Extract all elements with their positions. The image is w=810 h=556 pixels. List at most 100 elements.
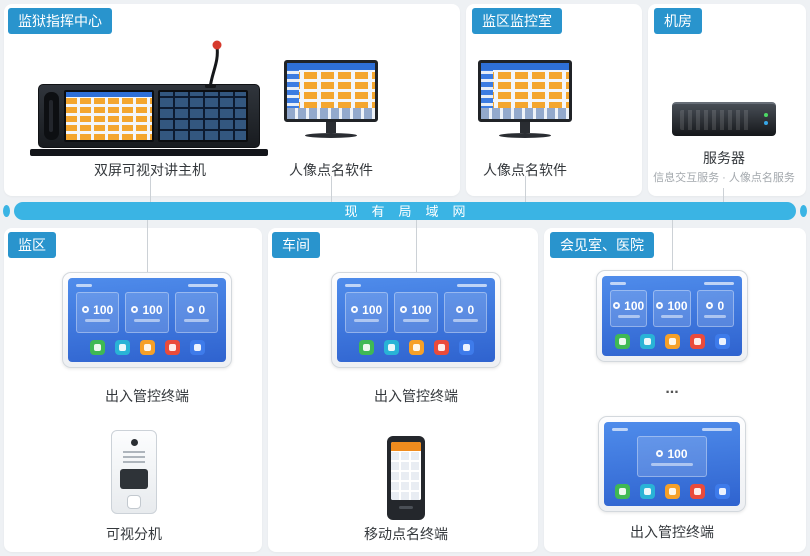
- monitor-stand-base: [499, 133, 551, 138]
- telephone-handset: [44, 92, 59, 140]
- software-titlebar: [481, 63, 569, 70]
- connector-line: [416, 220, 417, 274]
- console-left-screen: [64, 90, 154, 142]
- app-icon: [689, 484, 705, 499]
- stats-row: 100: [612, 436, 732, 477]
- monitor-screen: [284, 60, 378, 122]
- console-right-screen: [158, 90, 248, 142]
- app-icon: [689, 334, 705, 349]
- console-base: [30, 149, 268, 156]
- app-icon: [614, 484, 630, 499]
- stat-label-bar: [183, 318, 210, 322]
- desktop-monitor: [284, 60, 378, 138]
- connector-line: [672, 220, 673, 272]
- stat-label-bar: [134, 318, 160, 322]
- access-terminal-label: 出入管控终端: [105, 388, 189, 404]
- tablet-screen: 100 100 0: [602, 276, 742, 356]
- app-icon: [664, 334, 680, 349]
- software-titlebar: [287, 63, 375, 70]
- app-icon: [458, 340, 474, 355]
- stat-value: 0: [467, 302, 475, 317]
- app-icon: [189, 340, 205, 355]
- video-door-phone: [111, 430, 157, 514]
- app-icon: [139, 340, 155, 355]
- connector-line: [331, 176, 332, 203]
- stat-label-bar: [452, 318, 479, 322]
- intercom-host-label: 双屏可视对讲主机: [94, 162, 206, 178]
- rollcall-software-label: 人像点名软件: [483, 162, 567, 178]
- access-terminal-tablet: 100: [598, 416, 746, 512]
- app-icon: [639, 334, 655, 349]
- tablet-statusbar: [610, 280, 734, 287]
- app-icon: [114, 340, 130, 355]
- stat-value: 100: [411, 302, 432, 317]
- person-icon: [400, 306, 408, 313]
- stats-row: 100 100 0: [76, 292, 218, 333]
- badge-workshop: 车间: [272, 232, 320, 258]
- stat-card: 100: [125, 292, 169, 333]
- person-icon: [613, 302, 621, 309]
- ellipsis-label: ...: [665, 380, 679, 397]
- server-label: 服务器: [703, 150, 745, 166]
- stat-value: 0: [198, 302, 206, 317]
- app-icon: [639, 484, 655, 499]
- stat-value: 100: [142, 302, 163, 317]
- access-terminal-label: 出入管控终端: [630, 524, 714, 540]
- app-icon: [383, 340, 399, 355]
- person-icon: [82, 306, 90, 313]
- stat-label-bar: [403, 318, 429, 322]
- person-icon: [656, 302, 664, 309]
- app-icons-row: [345, 333, 487, 358]
- badge-machine-room: 机房: [654, 8, 702, 34]
- stat-card: 0: [696, 290, 734, 327]
- tablet-statusbar: [76, 282, 218, 289]
- rollcall-software-ui: [481, 70, 569, 119]
- app-icon: [408, 340, 424, 355]
- mobile-rollcall-handheld: [387, 436, 425, 520]
- stat-value: 100: [667, 446, 688, 461]
- stat-label-bar: [661, 314, 683, 318]
- access-terminal-tablet: 100 100 0: [62, 272, 232, 368]
- stat-label-bar: [84, 318, 111, 322]
- access-terminal-tablet: 100 100 0: [596, 270, 748, 362]
- tablet-screen: 100 100 0: [337, 278, 495, 362]
- app-icon: [358, 340, 374, 355]
- person-icon: [456, 306, 464, 313]
- tablet-screen: 100: [604, 422, 740, 506]
- stat-card: 100: [637, 436, 707, 477]
- call-button: [127, 495, 141, 509]
- access-terminal-tablet: 100 100 0: [331, 272, 501, 368]
- app-icon: [89, 340, 105, 355]
- connector-line: [525, 176, 526, 203]
- stats-row: 100 100 0: [345, 292, 487, 333]
- person-icon: [706, 302, 714, 309]
- gooseneck-microphone-icon: [196, 38, 236, 89]
- lan-bus-label: 现有局域网: [344, 203, 480, 219]
- monitor-stand-neck: [520, 122, 530, 133]
- stat-value: 100: [93, 302, 114, 317]
- server-sublabel: 信息交互服务 · 人像点名服务: [653, 172, 795, 184]
- rollcall-software-ui: [287, 70, 375, 119]
- tablet-statusbar: [345, 282, 487, 289]
- stat-card: 100: [394, 292, 438, 333]
- speaker-grille: [123, 451, 145, 463]
- video-extension-label: 可视分机: [106, 526, 162, 542]
- app-icon: [164, 340, 180, 355]
- person-icon: [131, 306, 139, 313]
- video-wall-grid: [160, 92, 246, 140]
- stat-label-bar: [617, 314, 640, 318]
- mobile-terminal-label: 移动点名终端: [364, 526, 448, 542]
- stat-value: 100: [667, 298, 688, 313]
- handheld-screen: [391, 442, 421, 500]
- doorphone-screen: [120, 469, 148, 489]
- stat-value: 0: [717, 298, 725, 313]
- rack-server: [672, 102, 776, 136]
- lan-bar-right-cap: [800, 205, 807, 217]
- app-icon: [664, 484, 680, 499]
- badge-command-center: 监狱指挥中心: [8, 8, 112, 34]
- server-led: [764, 113, 768, 117]
- stat-value: 100: [624, 298, 645, 313]
- app-icons-row: [610, 327, 734, 352]
- app-icons-row: [76, 333, 218, 358]
